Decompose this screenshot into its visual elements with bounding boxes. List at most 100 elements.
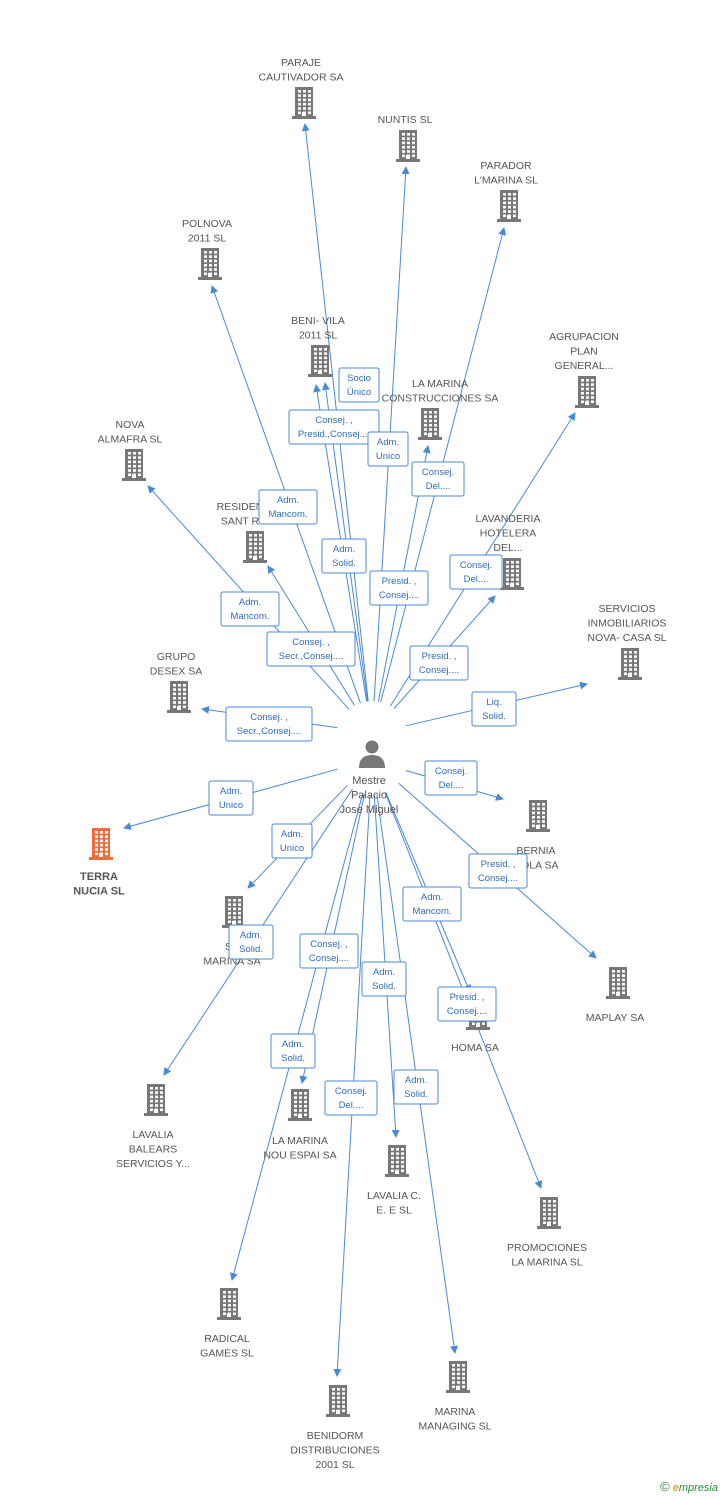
relation-badge[interactable]: Adm.Solid.: [321, 538, 367, 574]
company-node-lavalia_c[interactable]: LAVALIA C.E. E SL: [367, 1145, 421, 1217]
relation-badge[interactable]: Consej.Del....: [324, 1080, 378, 1116]
copyright-symbol: ©: [660, 1479, 670, 1494]
relation-label: Adm.Unico: [219, 786, 243, 811]
relation-badge[interactable]: Adm.Unico: [271, 823, 313, 859]
relation-label: Consej. ,Secr.,Consej....: [279, 637, 343, 662]
building-icon: [292, 87, 316, 119]
brand-logo-letter: e: [672, 1482, 679, 1494]
relation-label: Adm.Solid.: [372, 967, 396, 992]
building-icon: [418, 408, 442, 440]
relation-badge[interactable]: Liq.Solid.: [471, 691, 517, 727]
relation-badge[interactable]: Consej.Del....: [411, 461, 465, 497]
brand-watermark: © empresia: [660, 1479, 718, 1494]
building-icon: [575, 376, 599, 408]
relation-badge[interactable]: Adm.Mancom.: [220, 591, 280, 627]
relation-badge[interactable]: Adm.Unico: [208, 780, 254, 816]
building-icon: [144, 1084, 168, 1116]
relation-badge[interactable]: Consej.Del....: [449, 554, 503, 590]
edges-layer: [123, 123, 597, 1377]
relation-badge[interactable]: Adm.Solid.: [393, 1069, 439, 1105]
building-icon: [526, 800, 550, 832]
building-icon: [217, 1288, 241, 1320]
relation-label: Adm.Unico: [280, 829, 304, 854]
building-icon: [308, 345, 332, 377]
relation-label: Adm.Unico: [376, 437, 400, 462]
brand-logo-text: mpresia: [678, 1482, 718, 1494]
building-icon: [606, 967, 630, 999]
relation-label: Consej.Del....: [335, 1086, 367, 1111]
relation-label: Liq.Solid.: [482, 697, 506, 722]
relation-label: Presid. ,Consej....: [419, 651, 459, 676]
relation-label: Adm.Mancom.: [412, 892, 451, 917]
building-icon: [385, 1145, 409, 1177]
relation-label: Consej.Del....: [435, 766, 467, 791]
relation-badge[interactable]: Adm.Unico: [367, 431, 409, 467]
relation-badge[interactable]: Presid. ,Consej....: [369, 570, 429, 606]
relation-badge[interactable]: Adm.Solid.: [270, 1033, 316, 1069]
relation-badge[interactable]: Presid. ,Consej....: [437, 986, 497, 1022]
relation-badge[interactable]: Consej. ,Consej....: [299, 933, 359, 969]
relation-badge[interactable]: Consej. ,Presid.,Consej....: [288, 409, 380, 445]
relation-badge[interactable]: Presid. ,Consej....: [468, 853, 528, 889]
relation-label: Adm.Mancom.: [230, 597, 269, 622]
building-icon: [243, 531, 267, 563]
company-name: LAVALIA C.E. E SL: [367, 1190, 421, 1217]
relation-label: Presid. ,Consej....: [447, 992, 487, 1017]
company-name: HOMA SA: [451, 1042, 499, 1054]
relation-label: Consej. ,Secr.,Consej....: [237, 712, 301, 737]
relation-label: Adm.Mancom.: [268, 495, 307, 520]
relation-label: Consej. ,Presid.,Consej....: [298, 415, 370, 440]
relation-badge[interactable]: Consej. ,Secr.,Consej....: [225, 706, 313, 742]
relation-badge[interactable]: Presid. ,Consej....: [409, 645, 469, 681]
relation-badge[interactable]: Adm.Solid.: [228, 924, 274, 960]
company-node-nuntis[interactable]: NUNTIS SL: [378, 114, 433, 162]
relation-label: Presid. ,Consej....: [478, 859, 518, 884]
relation-badge[interactable]: Adm.Mancom.: [258, 489, 318, 525]
building-icon: [198, 248, 222, 280]
building-icon: [222, 896, 246, 928]
building-icon: [446, 1361, 470, 1393]
person-icon: [359, 740, 385, 768]
relation-badge[interactable]: Adm.Solid.: [361, 961, 407, 997]
company-node-maplay[interactable]: MAPLAY SA: [586, 967, 645, 1024]
building-icon: [288, 1089, 312, 1121]
relation-badge[interactable]: Consej. ,Secr.,Consej....: [266, 631, 356, 667]
relation-badge[interactable]: Adm.Mancom.: [402, 886, 462, 922]
company-name: NUNTIS SL: [378, 114, 433, 126]
relation-label: Consej. ,Consej....: [309, 939, 349, 964]
building-icon: [167, 681, 191, 713]
relation-badge[interactable]: Consej.Del....: [424, 760, 478, 796]
